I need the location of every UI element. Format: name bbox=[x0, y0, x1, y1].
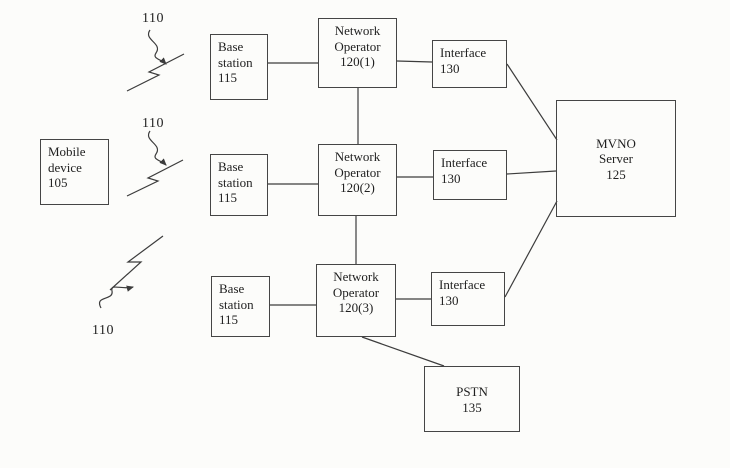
base-station-2-node: Base station 115 bbox=[210, 154, 268, 216]
node-text: Interface bbox=[440, 45, 487, 60]
node-text: device bbox=[48, 159, 82, 175]
node-text: PSTN bbox=[456, 383, 488, 399]
node-text: Network bbox=[334, 149, 381, 164]
node-text: 130 bbox=[439, 292, 459, 308]
interface-3-node: Interface 130 bbox=[431, 272, 505, 326]
wireless-bolt-top bbox=[126, 53, 185, 92]
node-text: Base bbox=[219, 281, 245, 296]
node-text: 115 bbox=[218, 70, 238, 86]
pstn-node: PSTN 135 bbox=[424, 366, 520, 432]
node-text: 120(1) bbox=[340, 54, 375, 70]
node-text: station bbox=[219, 296, 254, 312]
node-text: 120(3) bbox=[338, 300, 374, 316]
node-text: Operator bbox=[332, 284, 380, 300]
interface-1-node: Interface 130 bbox=[432, 40, 507, 88]
node-text: station bbox=[218, 54, 253, 70]
mobile-device-node: Mobile device 105 bbox=[40, 139, 109, 205]
node-text: Operator bbox=[334, 38, 381, 54]
node-text: Base bbox=[218, 39, 244, 54]
node-text: 125 bbox=[606, 166, 626, 182]
node-text: Operator bbox=[334, 164, 381, 180]
node-text: Interface bbox=[441, 155, 488, 170]
node-text: Base bbox=[218, 159, 244, 174]
node-text: 105 bbox=[48, 175, 68, 191]
wireless-ref-label-top: 110 bbox=[142, 11, 164, 26]
wireless-ref-label-bottom: 110 bbox=[92, 323, 114, 338]
node-text: 115 bbox=[219, 312, 239, 328]
node-text: station bbox=[218, 174, 253, 190]
wireless-bolt-bottom bbox=[109, 235, 164, 291]
wireless-ref-arrow-bottom bbox=[98, 285, 135, 309]
link-interface2-mvno bbox=[506, 170, 557, 175]
node-text: Mobile bbox=[48, 144, 86, 159]
network-operator-1-node: Network Operator 120(1) bbox=[318, 18, 397, 88]
link-interface3-mvno bbox=[504, 200, 558, 298]
link-operator3-pstn bbox=[361, 336, 445, 367]
wireless-bolt-middle bbox=[126, 159, 184, 197]
interface-2-node: Interface 130 bbox=[433, 150, 507, 200]
link-interface1-mvno bbox=[506, 63, 558, 141]
node-text: 115 bbox=[218, 190, 238, 206]
link-operator1-interface1 bbox=[396, 60, 433, 63]
node-text: Network bbox=[333, 269, 379, 284]
node-text: 120(2) bbox=[340, 180, 375, 196]
base-station-3-node: Base station 115 bbox=[211, 276, 270, 337]
wireless-ref-label-middle: 110 bbox=[142, 116, 164, 131]
wireless-ref-arrow-middle bbox=[147, 130, 167, 166]
base-station-1-node: Base station 115 bbox=[210, 34, 268, 100]
node-text: 130 bbox=[440, 60, 460, 76]
node-text: MVNO bbox=[596, 135, 636, 151]
node-text: Server bbox=[599, 151, 633, 167]
wireless-ref-arrow-top bbox=[147, 29, 167, 65]
node-text: 135 bbox=[462, 399, 482, 415]
node-text: 130 bbox=[441, 170, 461, 186]
node-text: Interface bbox=[439, 277, 486, 292]
mvno-server-node: MVNO Server 125 bbox=[556, 100, 676, 217]
network-operator-2-node: Network Operator 120(2) bbox=[318, 144, 397, 216]
node-text: Network bbox=[334, 23, 381, 38]
network-operator-3-node: Network Operator 120(3) bbox=[316, 264, 396, 337]
